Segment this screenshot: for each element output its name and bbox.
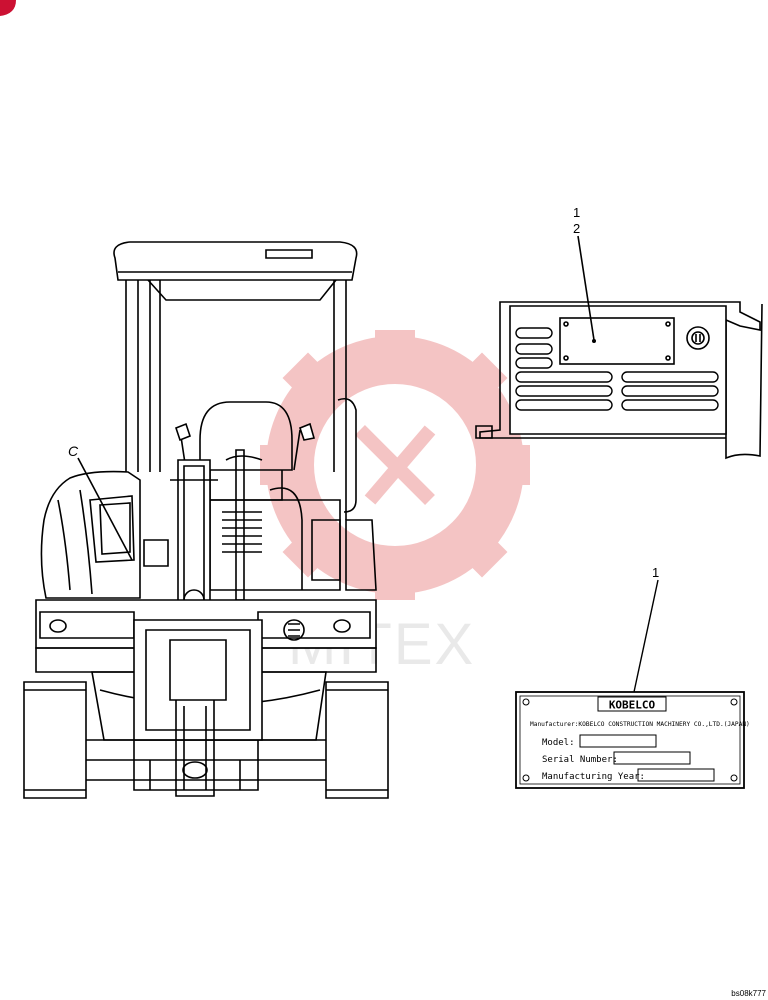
nameplate-brand: KOBELCO xyxy=(609,699,656,712)
callout-c: C xyxy=(68,443,79,459)
plate-hole-icon xyxy=(730,774,738,782)
plate-hole-icon xyxy=(730,698,738,706)
watermark-gear-icon xyxy=(260,330,530,600)
corner-mark-icon xyxy=(0,0,16,16)
callout-1-plate: 1 xyxy=(652,565,659,580)
serial-field xyxy=(613,751,691,765)
nameplate-year-label: Manufacturing Year: xyxy=(542,772,645,782)
excavator-rear-view xyxy=(23,241,389,799)
plate-hole-icon xyxy=(522,774,530,782)
drawing-code: bs08k777 xyxy=(731,989,766,998)
callout-1-top: 1 xyxy=(573,205,580,220)
model-field xyxy=(579,734,657,748)
nameplate-manufacturer: Manufacturer:KOBELCO CONSTRUCTION MACHIN… xyxy=(530,721,750,728)
detail-panel-view xyxy=(475,235,763,460)
plate-hole-icon xyxy=(522,698,530,706)
nameplate: KOBELCO Manufacturer:KOBELCO CONSTRUCTIO… xyxy=(515,579,750,789)
year-field xyxy=(637,768,715,782)
nameplate-model-label: Model: xyxy=(542,738,575,748)
nameplate-serial-label: Serial Number: xyxy=(542,755,618,765)
callout-2-top: 2 xyxy=(573,221,580,236)
